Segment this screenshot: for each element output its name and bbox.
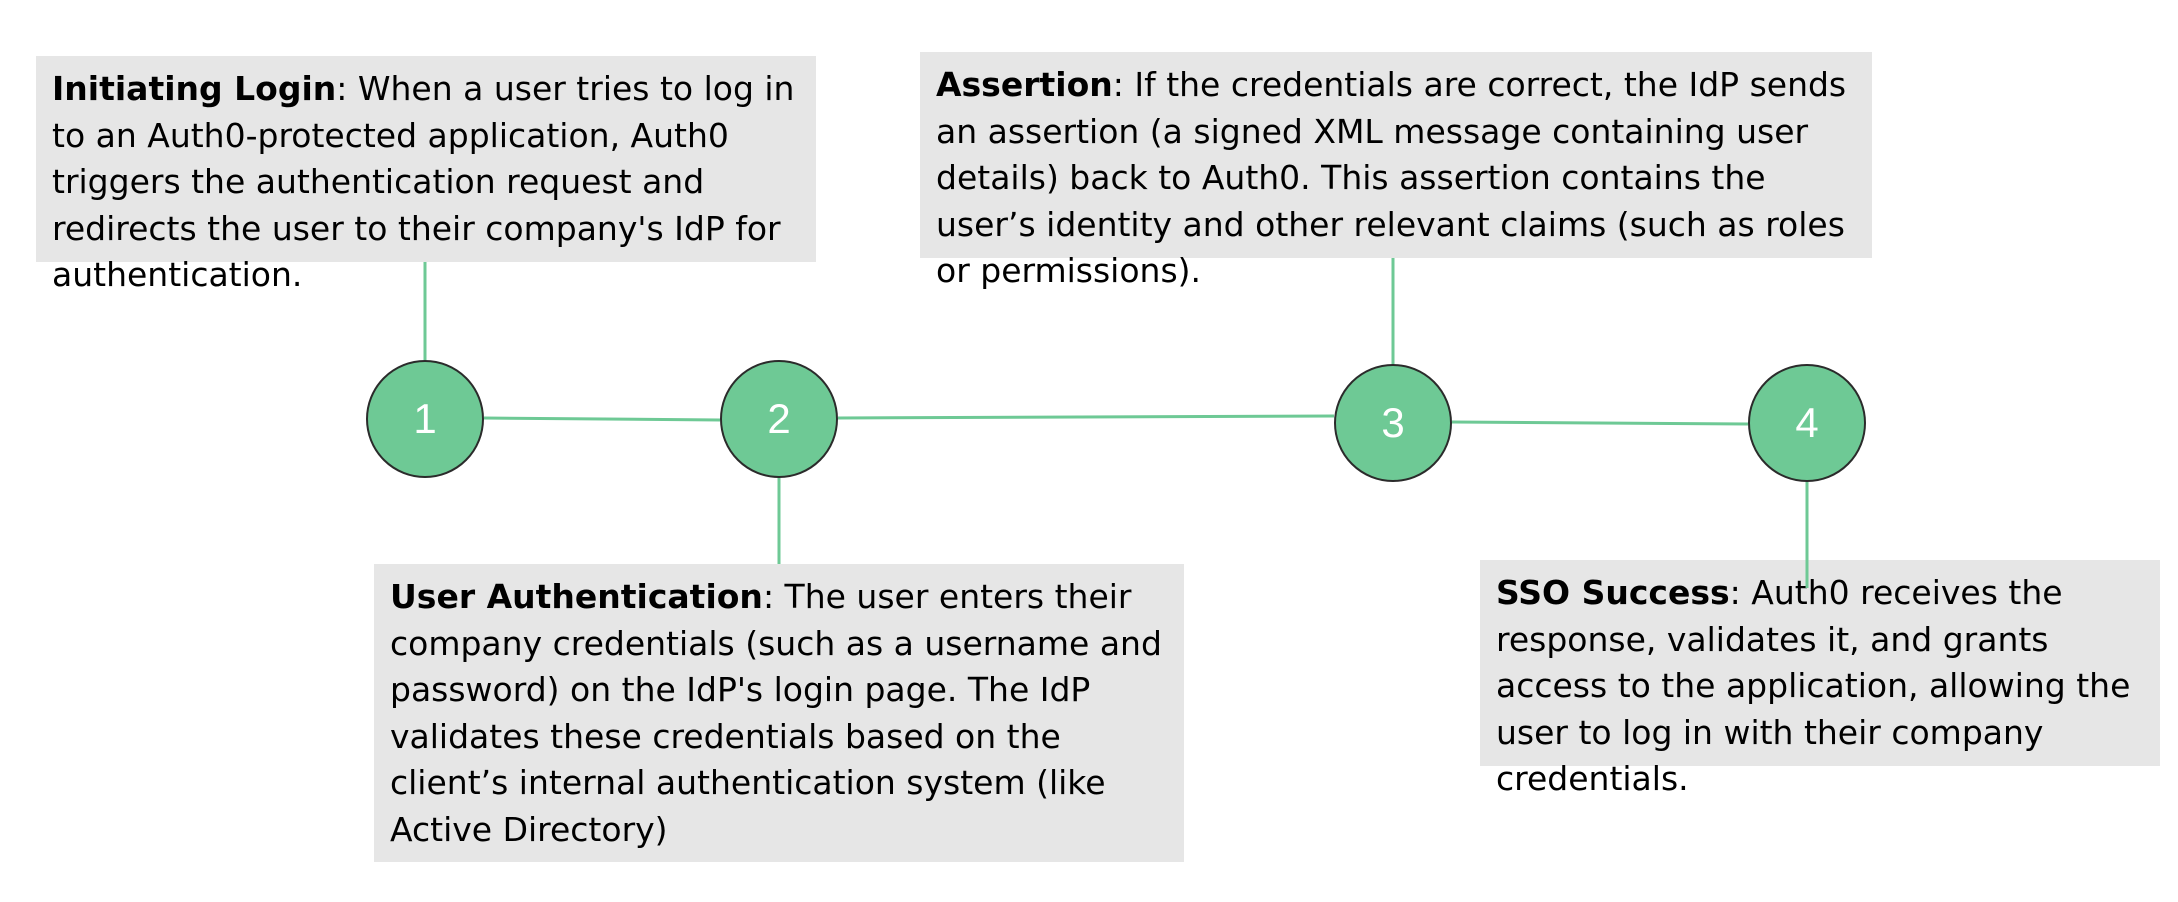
step-2-text: The user enters their company credential… bbox=[390, 577, 1162, 849]
step-3-title: Assertion bbox=[936, 65, 1113, 104]
step-4-text: Auth0 receives the response, validates i… bbox=[1496, 573, 2131, 798]
step-4-description: SSO Success: Auth0 receives the response… bbox=[1480, 560, 2160, 798]
step-1-separator: : bbox=[336, 69, 348, 108]
connector-node1-node2 bbox=[483, 416, 721, 422]
step-4-title: SSO Success bbox=[1496, 573, 1730, 612]
step-2-title: User Authentication bbox=[390, 577, 763, 616]
step-1-description: Initiating Login: When a user tries to l… bbox=[36, 56, 816, 294]
connector-node2-node3 bbox=[837, 414, 1335, 420]
step-3-text: If the credentials are correct, the IdP … bbox=[936, 65, 1847, 290]
step-node-2: 2 bbox=[720, 360, 838, 478]
step-4-separator: : bbox=[1729, 573, 1741, 612]
step-3-separator: : bbox=[1112, 65, 1124, 104]
step-2-separator: : bbox=[762, 577, 775, 616]
step-2-description: User Authentication: The user enters the… bbox=[374, 564, 1184, 862]
step-1-title: Initiating Login bbox=[52, 69, 337, 108]
step-node-4: 4 bbox=[1748, 364, 1866, 482]
step-3-description: Assertion: If the credentials are correc… bbox=[920, 52, 1872, 290]
connector-node3-node4 bbox=[1451, 420, 1749, 426]
step-node-3: 3 bbox=[1334, 364, 1452, 482]
step-1-text: When a user tries to log in to an Auth0-… bbox=[52, 69, 795, 294]
step-node-1: 1 bbox=[366, 360, 484, 478]
